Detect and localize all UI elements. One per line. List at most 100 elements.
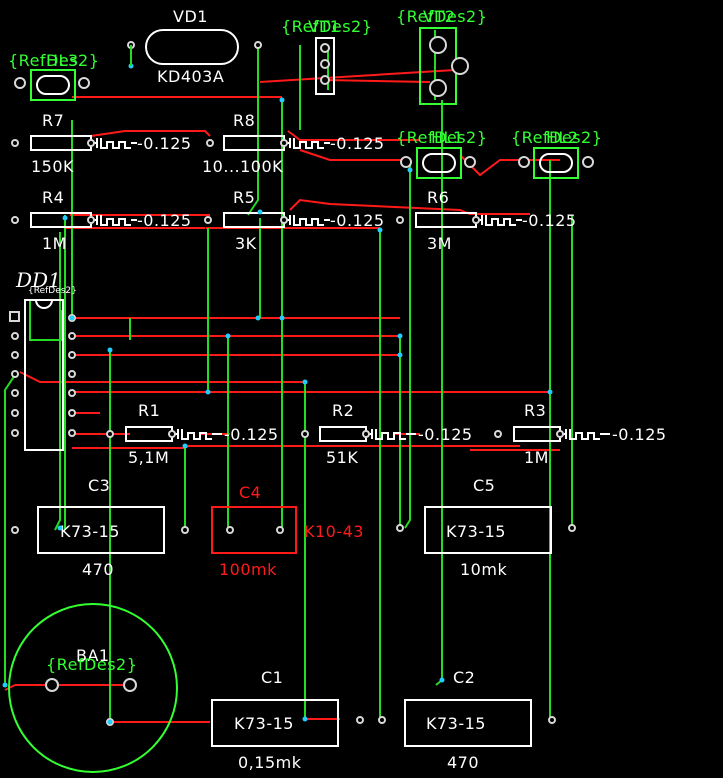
refdes-tag: {RefDes2} [8,51,99,70]
hl2-pad [582,156,594,168]
capacitor-refdes: C2 [453,668,475,687]
capacitor-value: 10mk [460,560,507,579]
resistor-body [415,212,477,228]
via [69,315,75,321]
pad [11,216,19,224]
capacitor-type: K73-15 [426,714,486,733]
refdes-tag: {RefDes2} [46,655,137,674]
vt2-pad [429,36,447,54]
led-hl2: HL2 {RefDes2} [511,128,602,179]
resistor-body [223,212,285,228]
resistor-r3: -0.125 R3 1M [494,401,666,467]
resistor-power: -0.125 [137,134,192,153]
capacitor-body [404,699,532,747]
pad [11,526,19,534]
resistor-refdes: R3 [524,401,546,420]
vd1-value: KD403A [157,67,224,86]
via [255,315,261,321]
resistor-power: -0.125 [224,425,279,444]
via [225,333,231,339]
resistor-power: -0.125 [330,211,385,230]
capacitor-refdes: C1 [261,668,283,687]
pad [556,430,564,438]
via [397,333,403,339]
pad [396,216,404,224]
vt2-pad [451,57,469,75]
dd1-pad-1 [9,311,20,322]
resistor-r6: -0.125 R6 3M [396,188,576,253]
capacitor-refdes: C5 [473,476,495,495]
pad [301,430,309,438]
capacitor-value: 470 [82,560,114,579]
via [2,682,8,688]
resistor-power: -0.125 [330,134,385,153]
pad [568,524,576,532]
capacitor-refdes: C4 [239,483,261,502]
refdes-tag: {RefDes2} [511,128,602,147]
dd1-pad [68,409,76,417]
dd1-pad [68,370,76,378]
via [107,347,113,353]
hl3-outline [30,69,76,101]
resistor-value: 3K [235,234,257,253]
capacitor-body [424,506,552,554]
capacitor-type: K73-15 [60,522,120,541]
hl2-outline [533,147,579,179]
via [62,215,68,221]
capacitor-c5: K73-15 C5 10mk [396,476,576,579]
vias [2,97,553,725]
dd1-pad [11,389,19,397]
resistor-value: 5,1M [128,448,169,467]
hl3-body [36,75,70,95]
capacitor-value: 0,15mk [238,753,302,772]
vt1-refdes: VT1 [308,17,340,36]
capacitor-c3: K73-15 C3 470 [11,476,189,579]
refdes-tag: {RefDes2} [281,17,372,36]
capacitor-body [211,699,339,747]
refdes-tag: {RefDes2} [396,128,487,147]
dd1-pad [68,332,76,340]
vt1-pad [320,59,330,69]
dd1-pad [11,370,19,378]
resistor-refdes: R5 [233,188,255,207]
pad [206,139,214,147]
resistor-value: 1M [42,234,67,253]
resistor-value: 3M [427,234,452,253]
buzzer-ba1: BA1 {RefDes2} [8,603,178,773]
capacitor-value: 100mk [219,560,277,579]
hl1-outline [416,147,462,179]
pad [87,139,95,147]
via [439,677,445,683]
ic-dd1: DD1 {RefDes2} [9,268,77,451]
capacitor-type: K73-15 [234,714,294,733]
dd1-pad [68,429,76,437]
pad [87,216,95,224]
capacitor-value: 470 [447,753,479,772]
ba1-outline [8,603,178,773]
pad [280,139,288,147]
vt1-outline [315,37,335,95]
resistor-r8: -0.125 R8 10...100K [202,111,385,176]
capacitor-refdes: C3 [88,476,110,495]
transistor-vt2: VT2 {RefDes2} [396,7,487,105]
led-hl1: HL1 {RefDes2} [396,128,487,179]
vt1-pad [320,75,330,85]
via [182,443,188,449]
capacitor-c1: K73-15 C1 0,15mk [106,668,364,772]
pad [11,139,19,147]
vt2-refdes: VT2 [423,7,455,26]
refdes-tag: {RefDes2} [396,7,487,26]
pad [396,524,404,532]
resistor-refdes: R7 [42,111,64,130]
dd1-pad [11,332,19,340]
pad [378,716,386,724]
capacitor-type: K73-15 [446,522,506,541]
dd1-pad [11,351,19,359]
diode-vd1: VD1 KD403A [127,7,262,86]
pad [472,216,480,224]
dd1-subtag: {RefDes2} [28,286,77,296]
dd1-refdes: DD1 [15,268,61,292]
resistor-value: 1M [524,448,549,467]
